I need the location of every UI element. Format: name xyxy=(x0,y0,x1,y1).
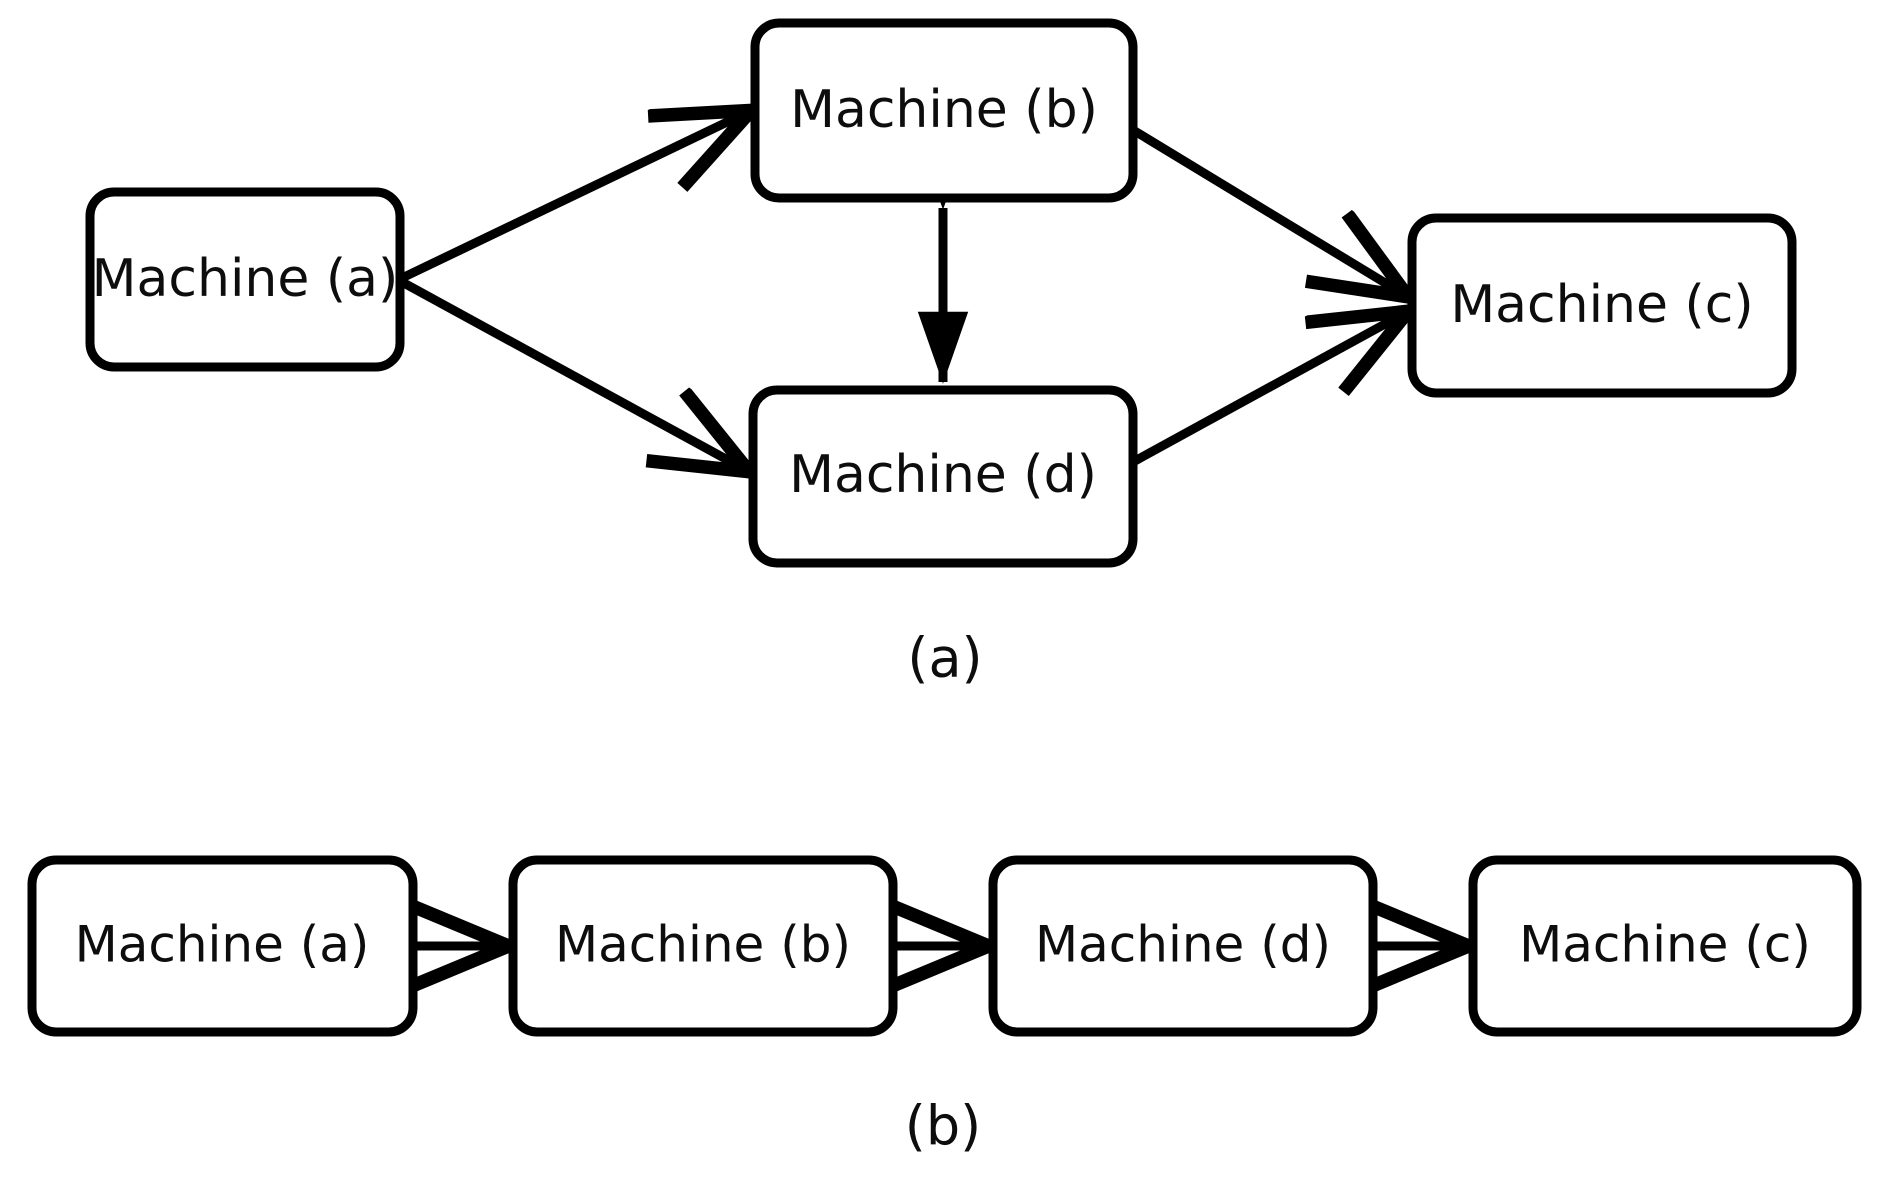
chain-node-machine-b-label: Machine (b) xyxy=(555,916,851,974)
node-machine-b-box xyxy=(750,18,1138,203)
node-machine-a-box xyxy=(85,187,405,372)
panel-a-edges xyxy=(399,112,1405,470)
edge-a-to-b xyxy=(400,112,748,283)
chain-node-machine-b-box xyxy=(508,855,898,1037)
chain-node-machine-a[interactable]: Machine (a) xyxy=(27,855,418,1037)
chain-node-machine-c[interactable]: Machine (c) xyxy=(1468,855,1862,1037)
chain-node-machine-d[interactable]: Machine (d) xyxy=(988,855,1378,1037)
node-machine-c-box xyxy=(1407,213,1797,398)
node-machine-d-label: Machine (d) xyxy=(789,445,1097,505)
chain-node-machine-c-box xyxy=(1468,855,1862,1037)
panel-a-group: Machine (a) Machine (b) Machine (d) Mach… xyxy=(85,18,1797,690)
edge-d-to-c xyxy=(1130,313,1405,466)
node-machine-a-label: Machine (a) xyxy=(92,249,399,309)
node-machine-b[interactable]: Machine (b) xyxy=(750,18,1138,203)
chain-node-machine-d-box xyxy=(988,855,1378,1037)
chain-node-machine-a-box xyxy=(27,855,418,1037)
panel-a-caption: (a) xyxy=(907,627,982,690)
edge-a-to-d xyxy=(399,278,746,470)
node-machine-b-label: Machine (b) xyxy=(790,80,1098,140)
chain-node-machine-d-label: Machine (d) xyxy=(1035,916,1331,974)
edge-b-to-c xyxy=(1130,126,1405,295)
node-machine-c[interactable]: Machine (c) xyxy=(1407,213,1797,398)
chain-node-machine-b[interactable]: Machine (b) xyxy=(508,855,898,1037)
chain-node-machine-c-label: Machine (c) xyxy=(1519,916,1811,974)
chain-node-machine-a-label: Machine (a) xyxy=(75,916,370,974)
panel-b-caption: (b) xyxy=(905,1095,981,1158)
node-machine-a[interactable]: Machine (a) xyxy=(85,187,405,372)
node-machine-d-box xyxy=(748,385,1138,568)
panel-b-group: Machine (a) Machine (b) Machine (d) Mach… xyxy=(27,855,1862,1158)
node-machine-c-label: Machine (c) xyxy=(1450,275,1753,335)
node-machine-d[interactable]: Machine (d) xyxy=(748,385,1138,568)
